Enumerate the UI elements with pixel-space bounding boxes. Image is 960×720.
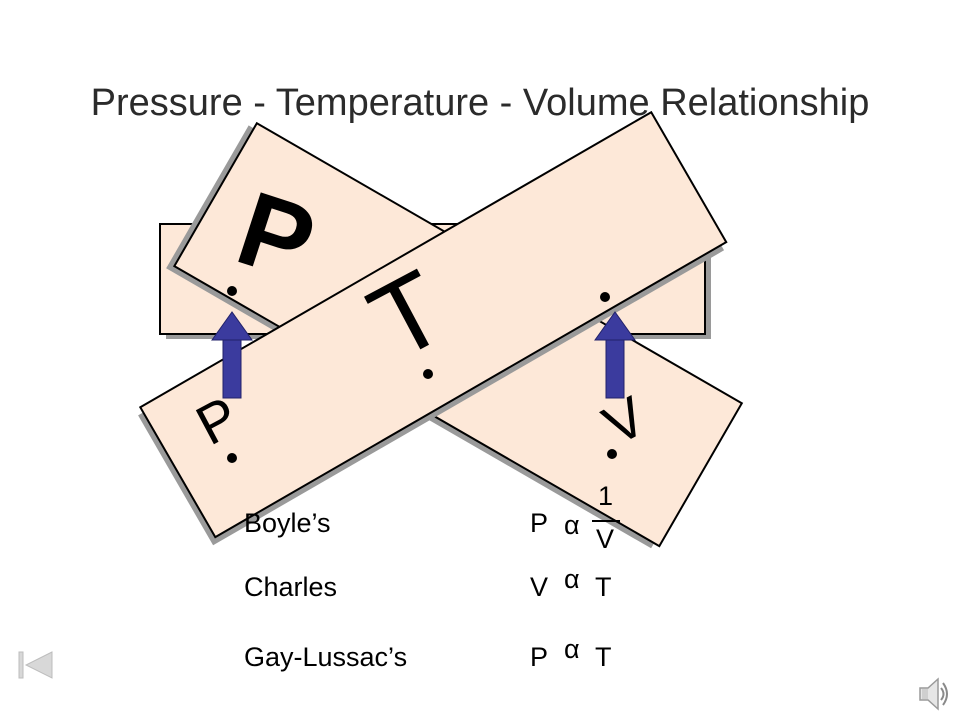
card-p-t-v [138, 110, 728, 546]
fraction-denominator: V [596, 524, 615, 554]
dot [607, 449, 617, 459]
dot [423, 369, 433, 379]
dot [227, 453, 237, 463]
law-lhs: P [530, 642, 549, 672]
dot [227, 286, 237, 296]
law-name: Boyle’s [244, 508, 331, 538]
law-boyles: Boyle’s P α 1 V [0, 481, 960, 565]
alpha-symbol: α [564, 634, 580, 664]
alpha-symbol: α [564, 564, 580, 594]
first-slide-icon[interactable] [18, 650, 54, 680]
slide-title: Pressure - Temperature - Volume Relation… [90, 82, 870, 124]
fraction-numerator: 1 [598, 481, 614, 511]
dot [600, 292, 610, 302]
law-rhs: T [595, 572, 612, 602]
law-lhs: P [530, 508, 549, 538]
left-up-arrow [211, 311, 253, 399]
law-gay-lussacs: Gay-Lussac’s P α T [0, 634, 960, 700]
law-charles: Charles V α T [0, 564, 960, 630]
law-lhs: V [530, 572, 549, 602]
fraction-bar [592, 520, 620, 522]
law-name: Gay-Lussac’s [244, 642, 408, 672]
law-name: Charles [244, 572, 338, 602]
law-rhs: T [595, 642, 612, 672]
right-up-arrow [594, 311, 636, 399]
speaker-icon[interactable] [918, 676, 950, 712]
alpha-symbol: α [564, 510, 580, 540]
